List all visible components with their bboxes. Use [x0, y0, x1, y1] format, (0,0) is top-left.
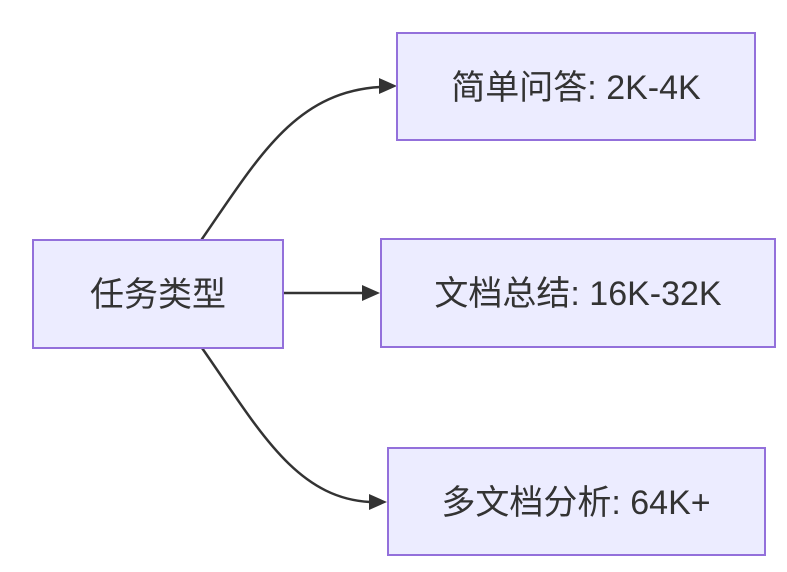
node-label: 简单问答: 2K-4K — [451, 69, 701, 107]
arrowhead-icon — [362, 285, 380, 301]
node-doc-summary: 文档总结: 16K-32K — [380, 238, 776, 348]
arrowhead-icon — [379, 78, 397, 94]
node-box — [380, 238, 776, 348]
node-multi-doc: 多文档分析: 64K+ — [387, 447, 766, 556]
node-simple-qa: 简单问答: 2K-4K — [396, 32, 756, 141]
node-box — [396, 32, 756, 141]
node-label: 任务类型 — [90, 276, 226, 314]
edge-task-type-to-doc-summary — [281, 285, 380, 301]
arrowhead-icon — [369, 494, 387, 510]
node-label: 文档总结: 16K-32K — [434, 275, 722, 313]
node-task-type: 任务类型 — [32, 239, 284, 349]
node-box — [387, 447, 766, 556]
edge-line — [200, 346, 372, 504]
node-box — [32, 239, 284, 349]
edge-task-type-to-multi-doc — [200, 346, 387, 510]
edge-line — [200, 85, 382, 241]
edge-task-type-to-simple-qa — [200, 78, 397, 241]
node-label: 多文档分析: 64K+ — [441, 484, 710, 522]
